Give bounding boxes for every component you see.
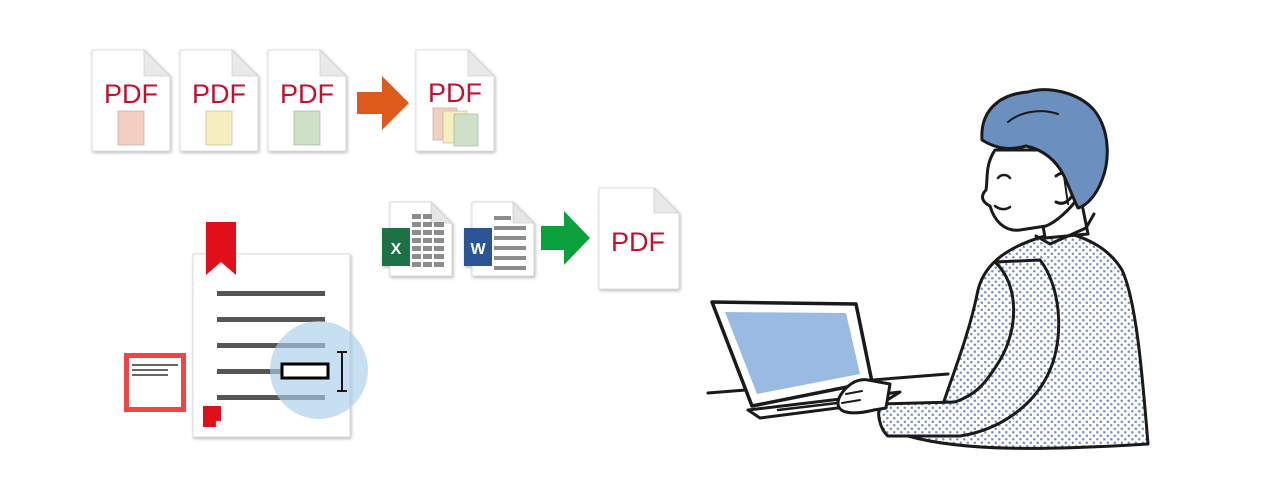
person-illustration (706, 88, 1150, 450)
merge-arrow-icon (357, 76, 409, 130)
merge-input-pdf-3-label: PDF (280, 79, 334, 109)
excel-letter: X (391, 241, 402, 258)
laptop-screen (725, 312, 860, 394)
text-edit-box (280, 362, 330, 380)
merge-input-pdf-3: PDF (267, 49, 347, 152)
text-cursor-icon (337, 351, 347, 392)
merged-pdf-label: PDF (428, 78, 482, 108)
merge-input-pdf-2: PDF (179, 49, 259, 152)
merge-input-pdf-1-label: PDF (104, 79, 158, 109)
merge-input-pdf-1: PDF (91, 49, 171, 152)
merge-input-pdf-2-label: PDF (192, 79, 246, 109)
word-file-icon: W (464, 201, 535, 277)
merged-pdf: PDF (415, 49, 495, 152)
convert-arrow-icon (541, 211, 590, 265)
word-letter: W (470, 241, 486, 258)
excel-file-icon: X (382, 201, 453, 277)
bookmark-icon (206, 222, 236, 275)
converted-pdf: PDF (598, 187, 680, 290)
converted-pdf-label: PDF (611, 227, 665, 257)
note-marker-icon (203, 406, 222, 428)
annotated-document (192, 222, 368, 438)
sticky-note-icon (124, 353, 186, 412)
